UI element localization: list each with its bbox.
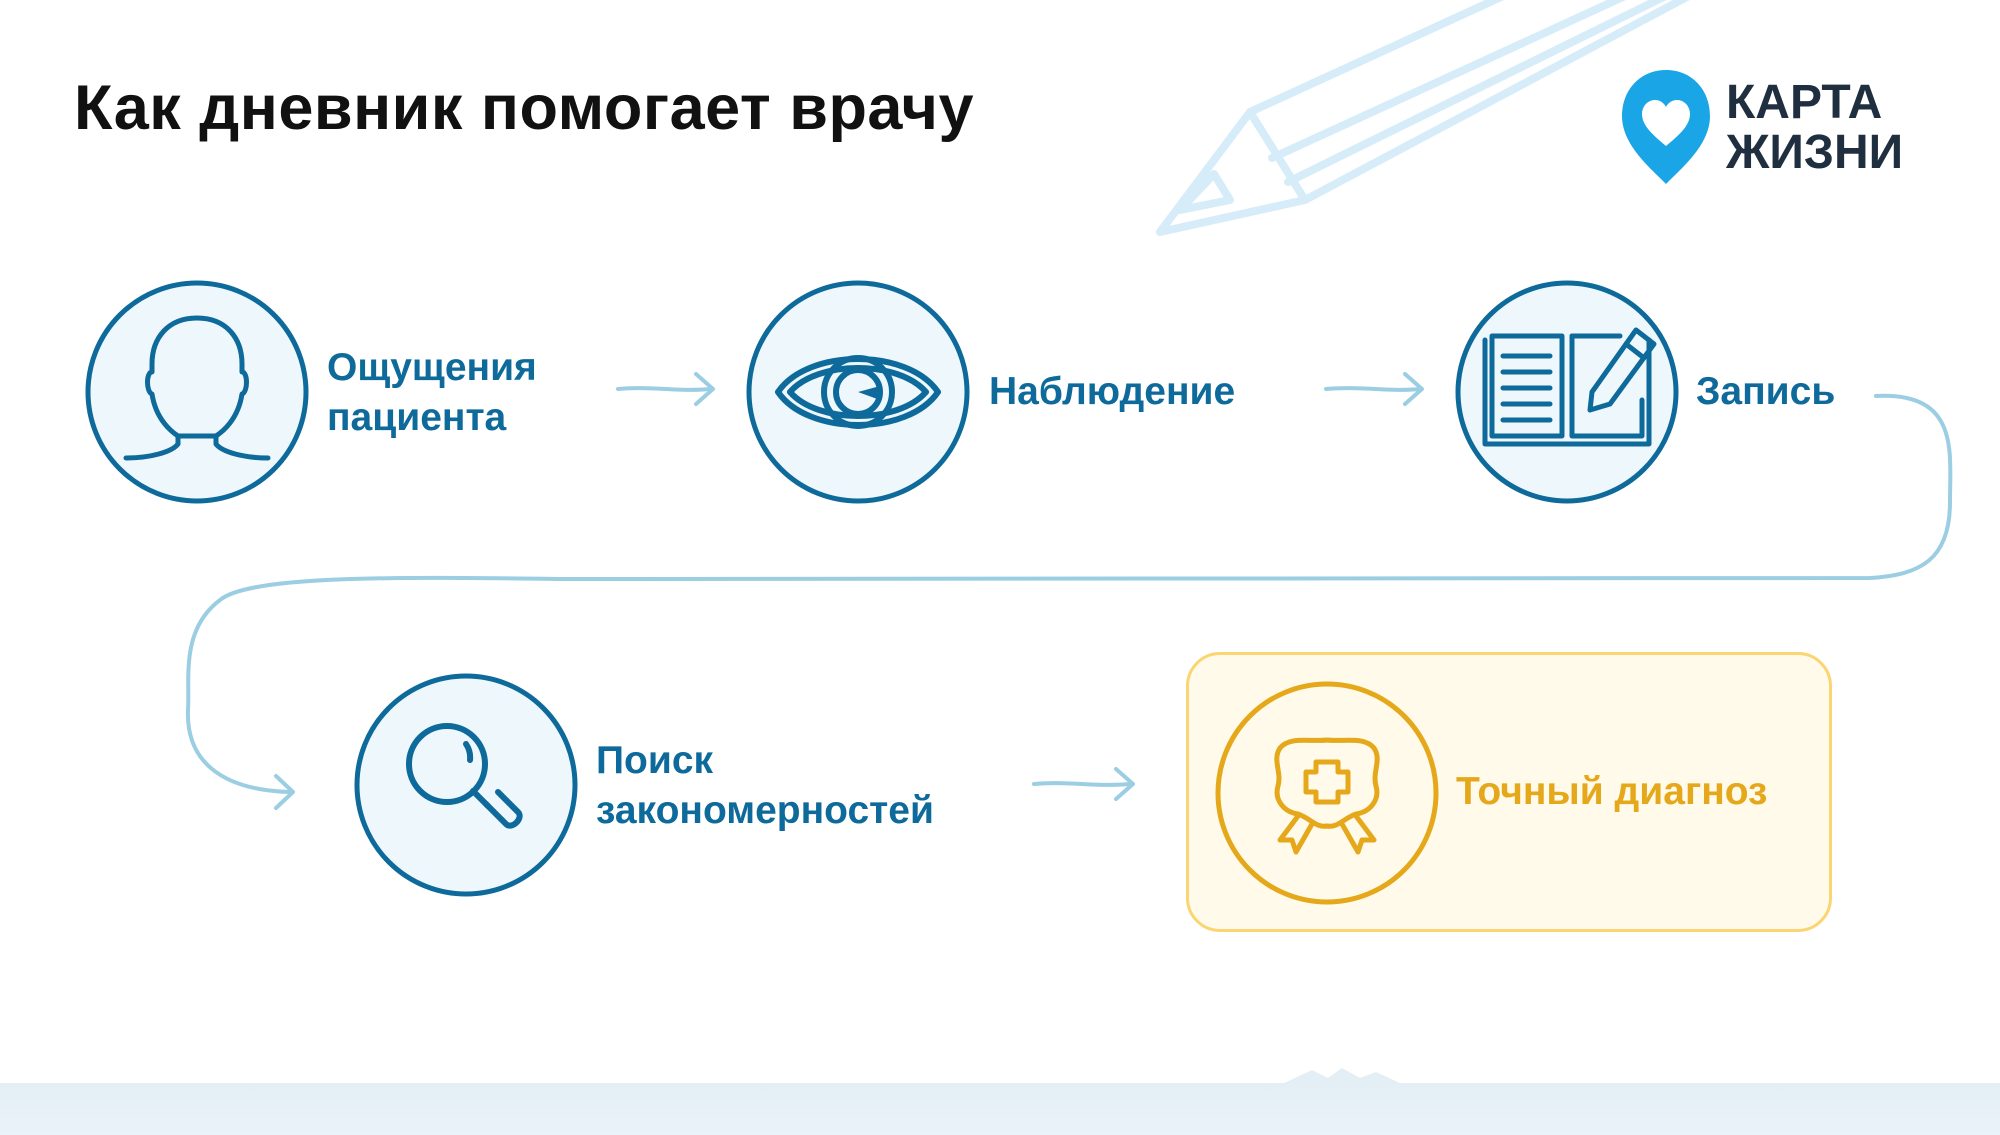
brand-name: КАРТА ЖИЗНИ — [1726, 78, 1903, 178]
step-label-line: Запись — [1696, 370, 1836, 413]
arrow-patterns-to-diagnosis — [1032, 781, 1132, 787]
page-title: Как дневник помогает врачу — [74, 73, 975, 143]
step-label-diagnosis: Точный диагноз — [1456, 767, 1767, 817]
step-label-line: пациента — [327, 396, 507, 439]
magnifier-icon — [354, 673, 578, 897]
footer-band — [0, 1083, 2000, 1135]
footer-peak-icon — [1282, 1068, 1402, 1084]
step-label-line: Ощущения — [327, 346, 537, 389]
step-label-record: Запись — [1696, 367, 1835, 417]
step-label-line: Наблюдение — [989, 370, 1236, 413]
brand-line-2: ЖИЗНИ — [1726, 126, 1904, 179]
heart-location-pin-icon — [1622, 70, 1710, 184]
step-label-line: Поиск — [596, 739, 714, 782]
step-label-line: закономерностей — [596, 789, 934, 832]
medical-badge-icon — [1215, 681, 1439, 905]
arrow-record-to-patterns — [185, 393, 1953, 794]
arrow-observation-to-record — [1324, 386, 1422, 392]
arrow-sensations-to-observation — [616, 386, 712, 392]
eye-icon — [746, 280, 970, 504]
open-book-pencil-icon — [1455, 280, 1679, 504]
step-label-patterns: Поиск закономерностей — [596, 736, 934, 836]
step-label-observation: Наблюдение — [989, 367, 1235, 417]
step-label-sensations: Ощущения пациента — [327, 343, 537, 443]
step-label-line: Точный диагноз — [1456, 770, 1768, 813]
brand-line-1: КАРТА — [1726, 76, 1883, 129]
person-head-icon — [85, 280, 309, 504]
